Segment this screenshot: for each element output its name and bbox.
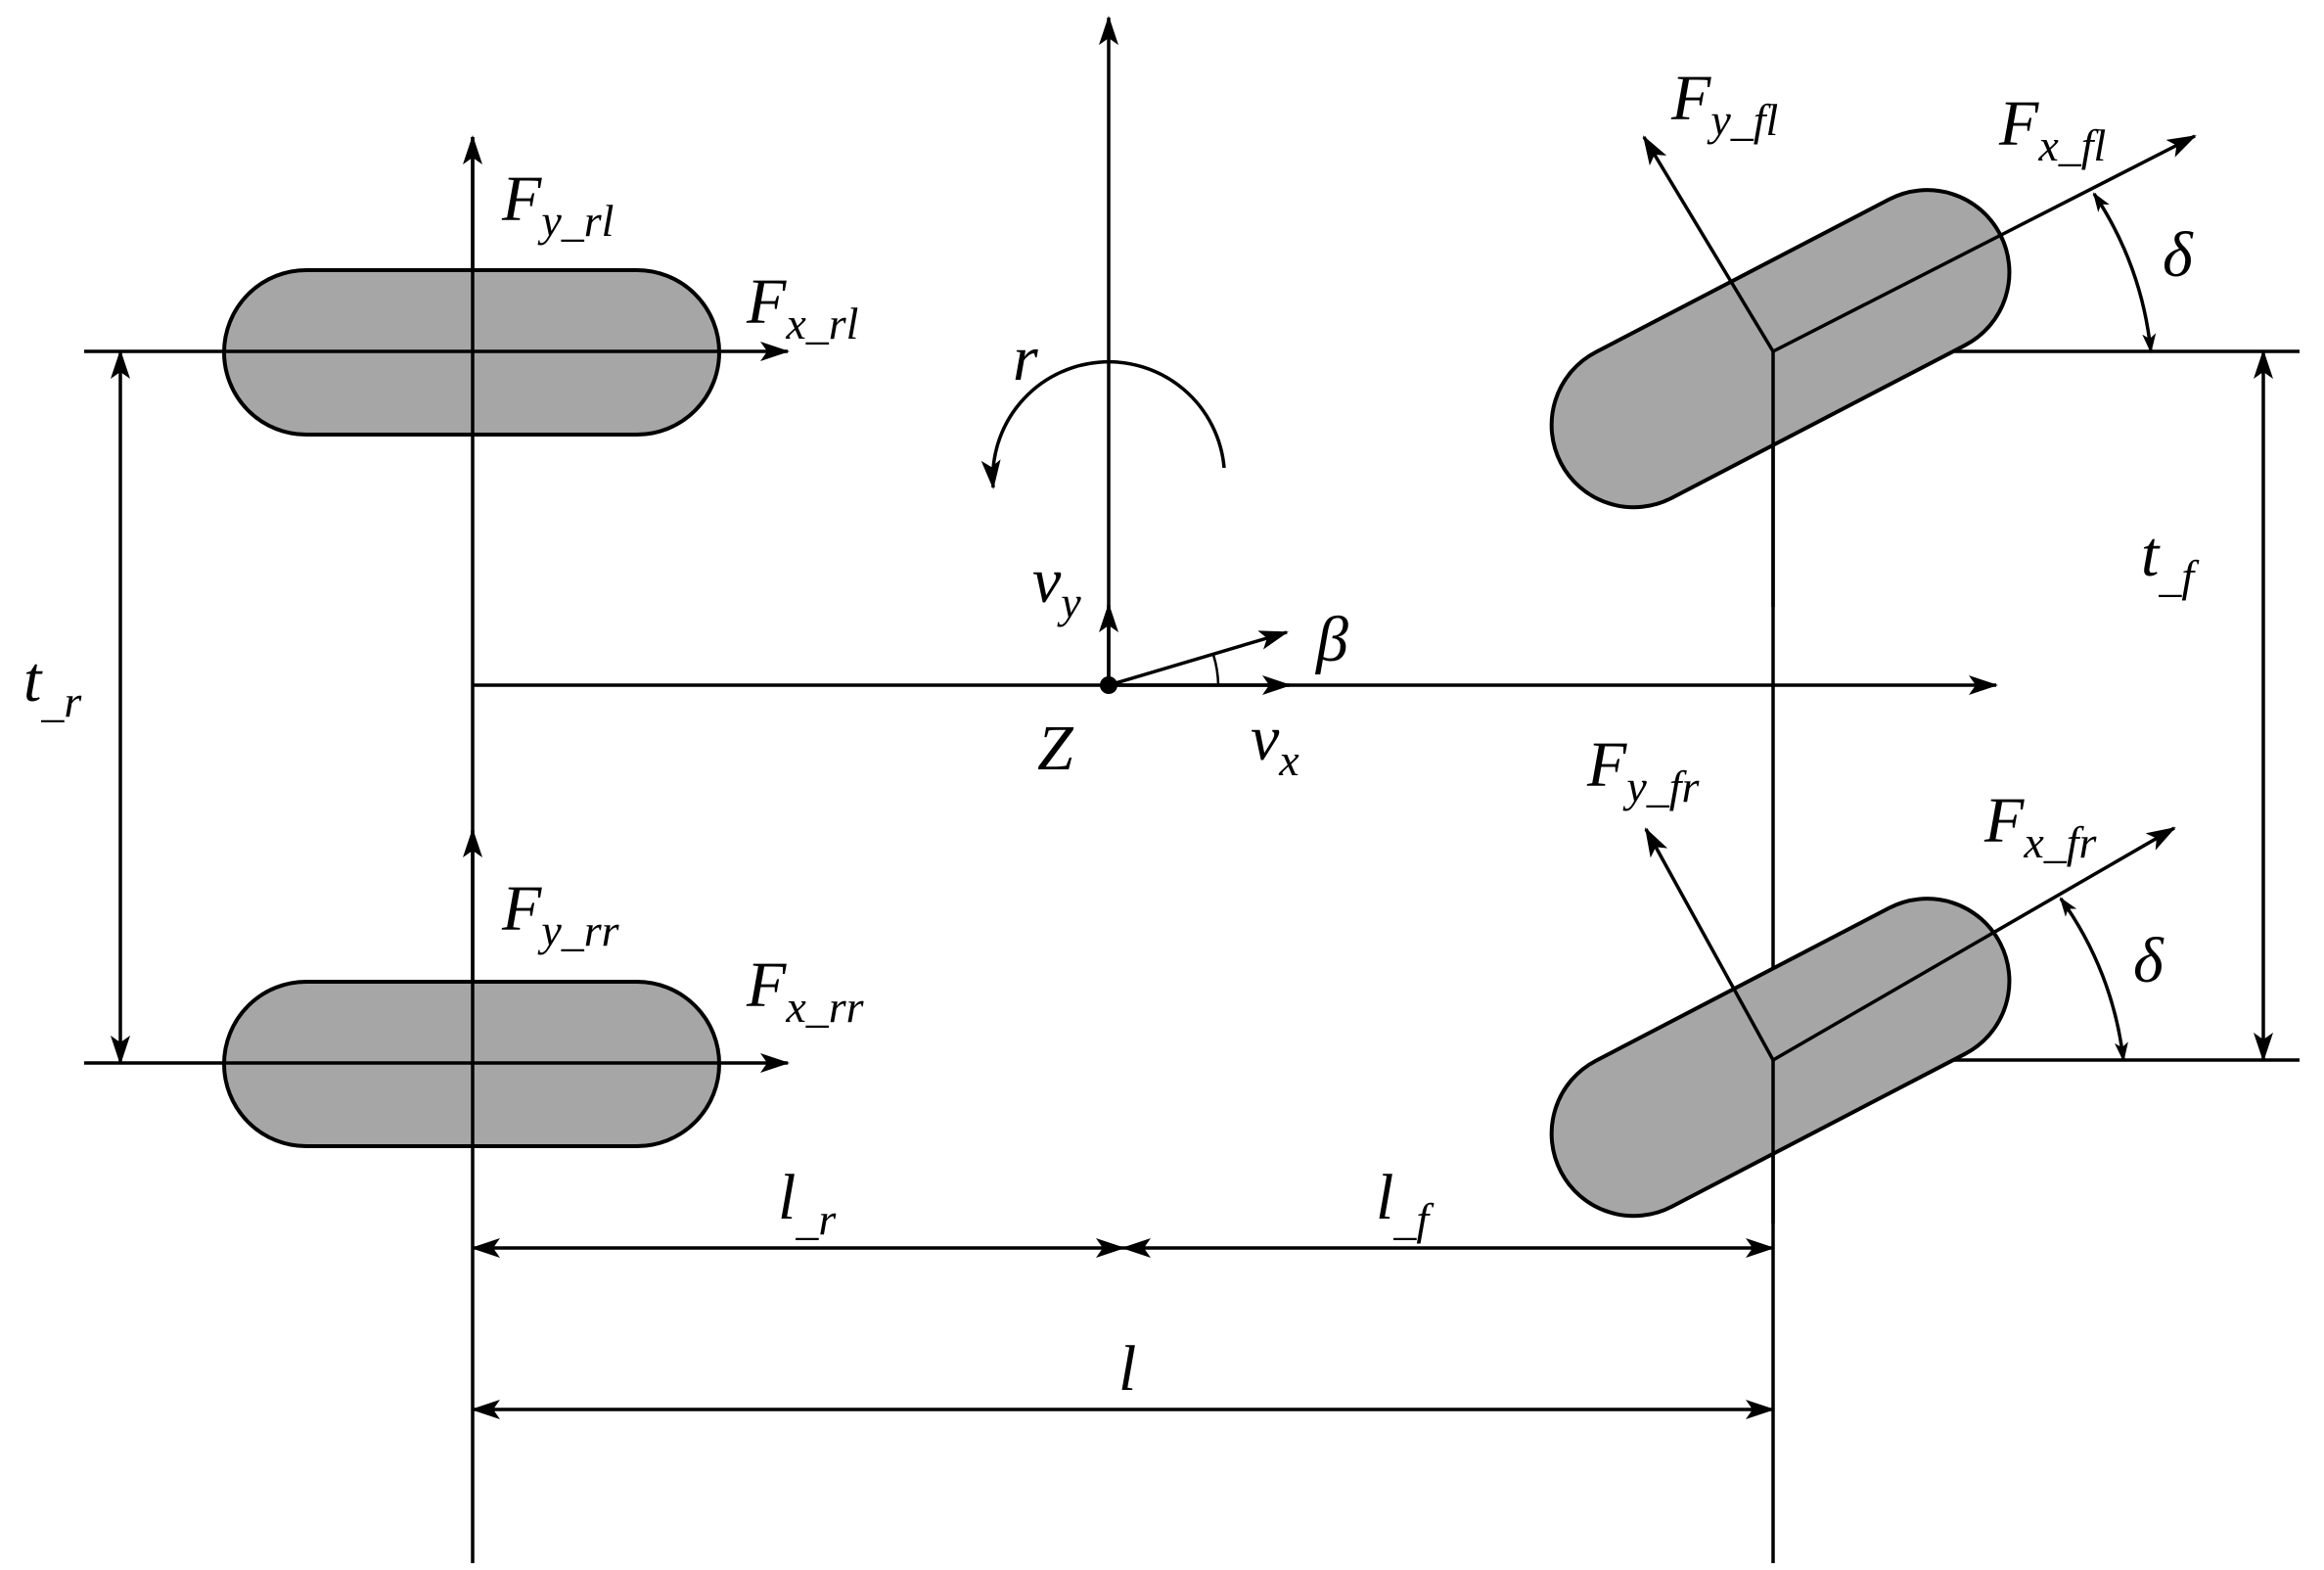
steer-angle-label-front-left: δ [2163,219,2194,291]
center-of-gravity [1100,676,1117,694]
fy-fr-label: Fy_fr [1586,729,1701,811]
vx-label: vx [1251,703,1299,785]
rear-distance-label: l_r [778,1162,837,1244]
fy-fl-label: Fy_fl [1670,63,1778,145]
steer-angle-arc-front-right [2059,897,2128,1062]
vy-label: vy [1032,545,1081,627]
fx-fr-arrow [1772,826,2176,1062]
steer-angle-arc-front-left [2092,192,2157,353]
fy-rl-label: Fy_rl [501,163,614,246]
yaw-rate-label: r [1013,323,1038,394]
front-distance-label: l_f [1376,1162,1435,1244]
fx-fl-arrow [1772,134,2197,353]
front-track-label: t_f [2141,519,2200,601]
center-label: Z [1037,713,1074,784]
fy-fr-arrow [1644,827,1775,1061]
steer-angle-label-front-right: δ [2133,925,2165,996]
rear-track-label: t_r [23,644,82,726]
beta-angle-arc [1211,654,1220,686]
yaw-rate-arc [980,359,1226,489]
sideslip-label: β [1314,604,1348,675]
fx-fr-label: Fx_fr [1983,785,2098,867]
wheelbase-label: l [1118,1333,1136,1405]
fx-rr-label: Fx_rr [746,949,865,1032]
fx-fl-label: Fx_fl [1998,88,2106,170]
fy-rr-label: Fy_rr [501,873,620,955]
beta-velocity-arrow [1108,630,1289,687]
fy-fl-arrow [1642,135,1775,352]
fx-rl-label: Fx_rl [746,266,858,348]
